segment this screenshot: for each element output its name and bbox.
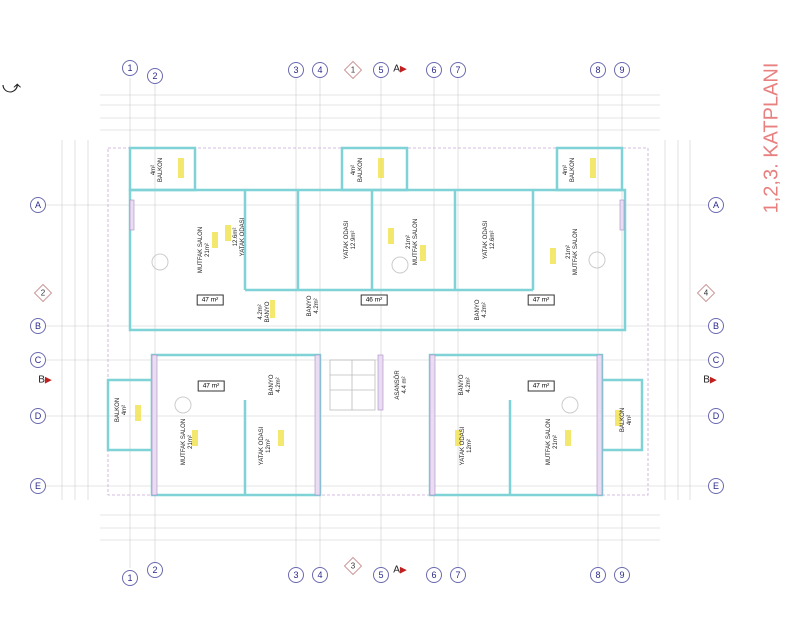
- grid-bubble-top-9: 9: [614, 62, 630, 78]
- section-cut-a-top: A▶: [393, 63, 407, 75]
- unit-area-label: 47 m²: [527, 380, 555, 392]
- unit-area-label: 47 m²: [527, 294, 555, 306]
- grid-bubble-bottom-1: 1: [122, 570, 138, 586]
- grid-bubble-top-5: 5: [373, 62, 389, 78]
- grid-bubble-top-7: 7: [450, 62, 466, 78]
- grid-bubble-left-c: C: [30, 352, 46, 368]
- stairs: [329, 359, 376, 411]
- grid-bubble-top-1: 1: [122, 60, 138, 76]
- unit-area-label: 47 m²: [196, 294, 224, 306]
- grid-bubble-bottom-4: 4: [312, 567, 328, 583]
- section-cut-b-left: B▶: [38, 374, 52, 386]
- unit-area-label: 47 m²: [197, 380, 225, 392]
- grid-bubble-left-a: A: [30, 197, 46, 213]
- grid-bubble-right-b: B: [708, 318, 724, 334]
- grid-bubble-left-e: E: [30, 478, 46, 494]
- grid-bubble-left-d: D: [30, 408, 46, 424]
- section-cut-a-bottom: A▶: [393, 564, 407, 576]
- unit-area-label: 46 m²: [360, 294, 388, 306]
- partitions: [129, 199, 625, 496]
- fixtures: [135, 158, 621, 446]
- grid-bubble-right-d: D: [708, 408, 724, 424]
- grid-bubble-bottom-7: 7: [450, 567, 466, 583]
- grid-bubble-right-a: A: [708, 197, 724, 213]
- grid-bubble-bottom-3: 3: [288, 567, 304, 583]
- grid-bubble-right-c: C: [708, 352, 724, 368]
- grid-bubble-bottom-5: 5: [373, 567, 389, 583]
- grid-bubble-bottom-8: 8: [590, 567, 606, 583]
- furniture: [151, 251, 606, 414]
- grid-bubble-bottom-2: 2: [147, 562, 163, 578]
- grid-bubble-bottom-6: 6: [426, 567, 442, 583]
- grid-bubble-right-e: E: [708, 478, 724, 494]
- grid-lines: [46, 78, 708, 568]
- drawing-title: 1,2,3. KATPLANI: [760, 62, 783, 214]
- section-cut-b-right: B▶: [703, 374, 717, 386]
- grid-bubble-top-6: 6: [426, 62, 442, 78]
- grid-bubble-top-4: 4: [312, 62, 328, 78]
- grid-bubble-top-8: 8: [590, 62, 606, 78]
- grid-bubble-bottom-9: 9: [614, 567, 630, 583]
- north-arrow-icon: ⤹: [0, 83, 21, 94]
- grid-bubble-top-3: 3: [288, 62, 304, 78]
- grid-bubble-top-2: 2: [147, 68, 163, 84]
- grid-bubble-left-b: B: [30, 318, 46, 334]
